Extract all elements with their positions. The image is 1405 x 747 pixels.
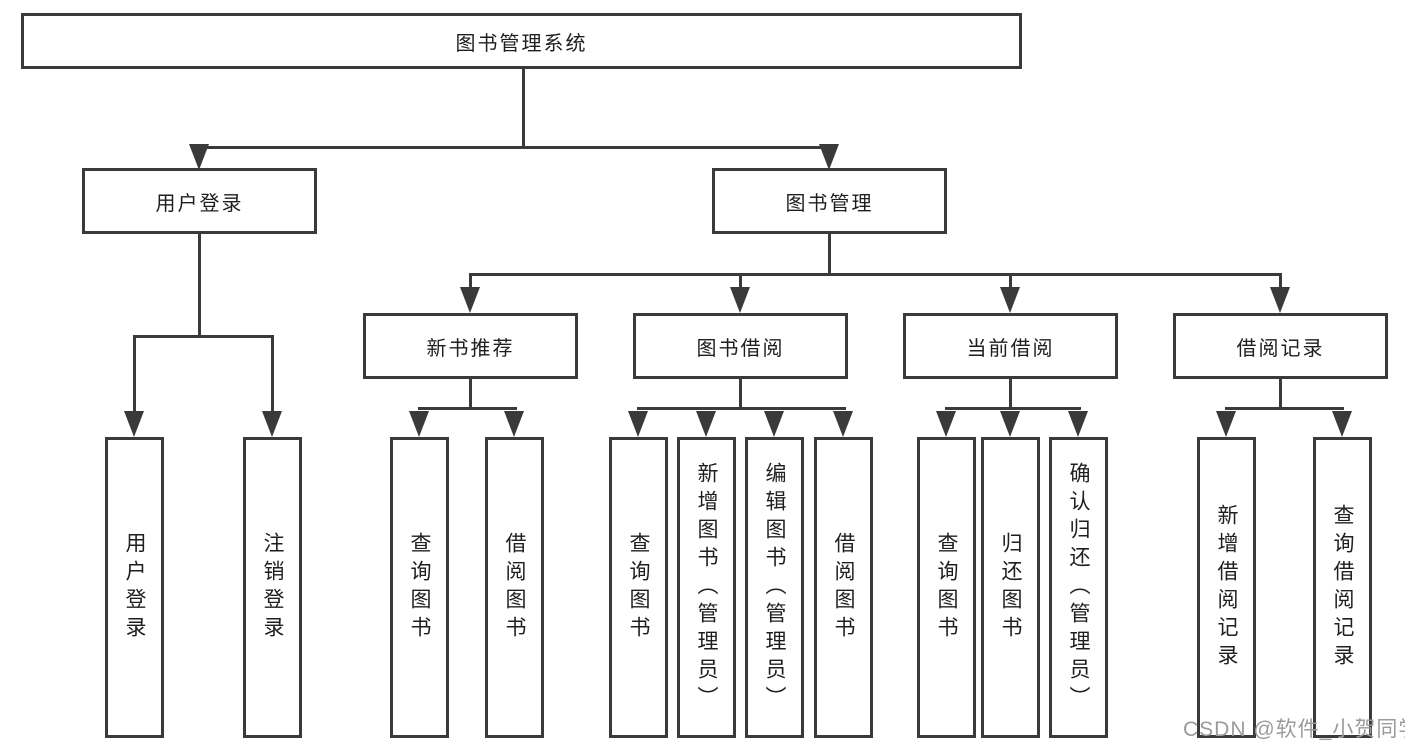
leaf-query-book-current: 查询图书 xyxy=(917,437,976,738)
leaf-label: 新增图书（管理员） xyxy=(695,461,718,714)
leaf-label: 查询图书 xyxy=(935,531,958,644)
connector xyxy=(418,407,517,410)
node-label: 图书管理 xyxy=(785,192,874,215)
connector xyxy=(469,273,1282,276)
node-borrowing-records: 借阅记录 xyxy=(1173,313,1388,379)
leaf-label: 新增借阅记录 xyxy=(1215,503,1238,672)
leaf-add-borrow-record: 新增借阅记录 xyxy=(1197,437,1256,738)
node-new-book-recommend: 新书推荐 xyxy=(363,313,578,379)
arrowhead-icon xyxy=(409,411,429,437)
connector xyxy=(522,68,525,148)
connector xyxy=(1279,378,1282,409)
connector xyxy=(133,335,274,338)
arrowhead-icon xyxy=(833,411,853,437)
arrowhead-icon xyxy=(764,411,784,437)
connector xyxy=(198,233,201,335)
leaf-label: 借阅图书 xyxy=(832,531,855,644)
arrowhead-icon xyxy=(460,287,480,313)
connector xyxy=(1009,273,1012,289)
leaf-label: 查询图书 xyxy=(408,531,431,644)
leaf-edit-book-admin: 编辑图书（管理员） xyxy=(745,437,804,738)
leaf-user-login: 用户登录 xyxy=(105,437,164,738)
leaf-query-book-recommend: 查询图书 xyxy=(390,437,449,738)
arrowhead-icon xyxy=(1000,287,1020,313)
arrowhead-icon xyxy=(504,411,524,437)
connector xyxy=(1009,378,1012,409)
arrowhead-icon xyxy=(1000,411,1020,437)
connector xyxy=(133,335,136,413)
arrowhead-icon xyxy=(819,144,839,170)
arrowhead-icon xyxy=(124,411,144,437)
connector xyxy=(637,407,846,410)
leaf-label: 借阅图书 xyxy=(503,531,526,644)
connector xyxy=(828,233,831,275)
connector xyxy=(1225,407,1344,410)
connector xyxy=(1279,273,1282,289)
leaf-label: 编辑图书（管理员） xyxy=(763,461,786,714)
node-label: 图书借阅 xyxy=(696,337,785,360)
arrowhead-icon xyxy=(1068,411,1088,437)
arrowhead-icon xyxy=(189,144,209,170)
arrowhead-icon xyxy=(1216,411,1236,437)
leaf-label: 查询借阅记录 xyxy=(1331,503,1354,672)
node-label: 用户登录 xyxy=(155,192,244,215)
csdn-watermark: CSDN @软件_小贺同学 xyxy=(1183,718,1405,741)
leaf-label: 查询图书 xyxy=(627,531,650,644)
connector xyxy=(198,146,831,149)
node-label: 图书管理系统 xyxy=(455,32,588,55)
leaf-return-book: 归还图书 xyxy=(981,437,1040,738)
connector xyxy=(469,378,472,409)
node-label: 当前借阅 xyxy=(966,337,1055,360)
arrowhead-icon xyxy=(262,411,282,437)
connector xyxy=(945,407,1081,410)
arrowhead-icon xyxy=(1332,411,1352,437)
node-library-management-system: 图书管理系统 xyxy=(21,13,1022,69)
connector xyxy=(271,335,274,413)
leaf-label: 注销登录 xyxy=(261,531,284,644)
node-book-management: 图书管理 xyxy=(712,168,947,234)
leaf-add-book-admin: 新增图书（管理员） xyxy=(677,437,736,738)
arrowhead-icon xyxy=(730,287,750,313)
leaf-label: 归还图书 xyxy=(999,531,1022,644)
node-user-login-group: 用户登录 xyxy=(82,168,317,234)
connector xyxy=(739,378,742,409)
leaf-label: 用户登录 xyxy=(123,531,146,644)
leaf-borrow-book: 借阅图书 xyxy=(814,437,873,738)
leaf-label: 确认归还（管理员） xyxy=(1067,461,1090,714)
arrowhead-icon xyxy=(628,411,648,437)
leaf-query-borrow-record: 查询借阅记录 xyxy=(1313,437,1372,738)
connector xyxy=(739,273,742,289)
leaf-confirm-return-admin: 确认归还（管理员） xyxy=(1049,437,1108,738)
connector xyxy=(469,273,472,289)
leaf-logout: 注销登录 xyxy=(243,437,302,738)
arrowhead-icon xyxy=(936,411,956,437)
node-label: 新书推荐 xyxy=(426,337,515,360)
arrowhead-icon xyxy=(696,411,716,437)
node-book-borrowing: 图书借阅 xyxy=(633,313,848,379)
leaf-borrow-book-recommend: 借阅图书 xyxy=(485,437,544,738)
node-label: 借阅记录 xyxy=(1236,337,1325,360)
leaf-query-book-borrowing: 查询图书 xyxy=(609,437,668,738)
arrowhead-icon xyxy=(1270,287,1290,313)
node-current-borrowing: 当前借阅 xyxy=(903,313,1118,379)
